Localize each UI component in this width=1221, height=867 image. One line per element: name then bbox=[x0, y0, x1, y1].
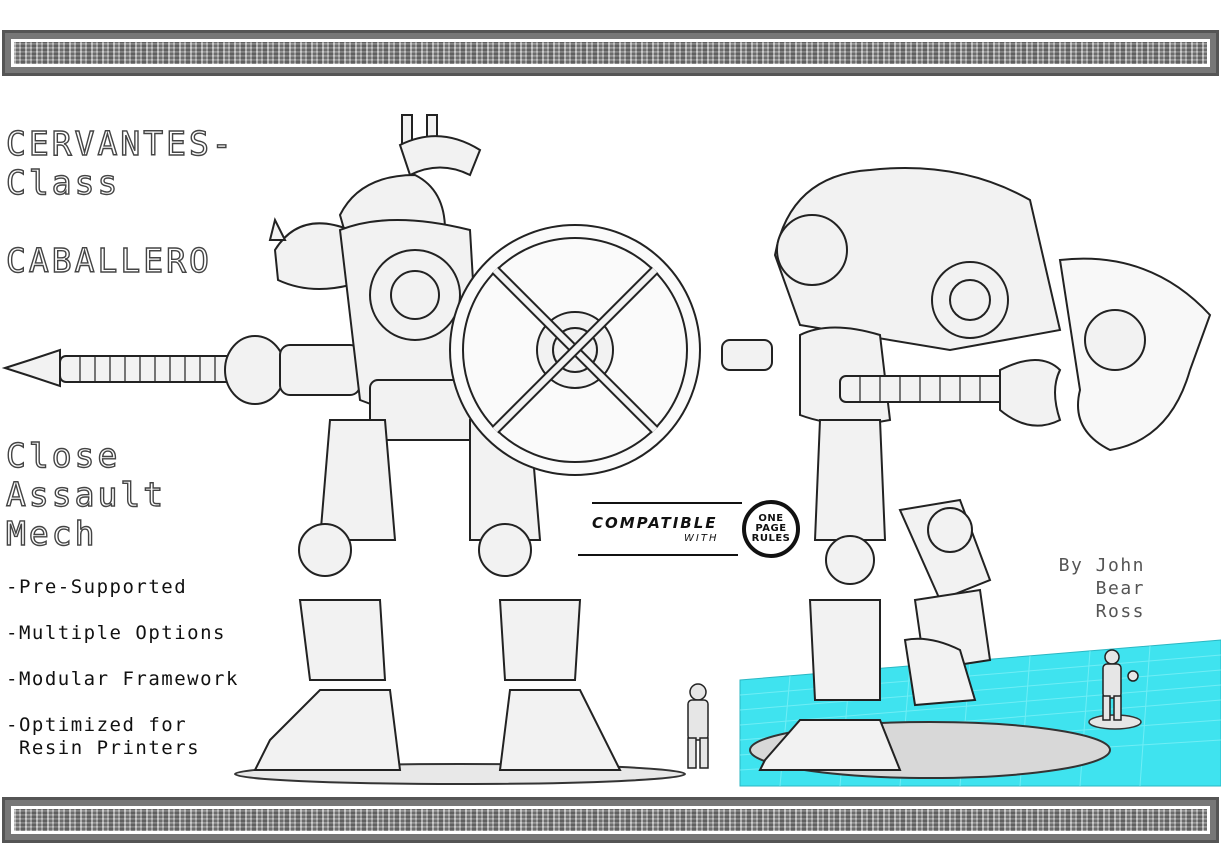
top-border-banner bbox=[2, 30, 1219, 76]
logo-line-2: PAGE bbox=[755, 523, 787, 534]
compatible-badge: COMPATIBLE WITH ONE PAGE RULES bbox=[578, 500, 810, 562]
with-text: WITH bbox=[684, 533, 719, 544]
credit-line-3: Ross bbox=[1095, 601, 1145, 622]
logo-line-3: RULES bbox=[751, 533, 791, 544]
credit-line-2: Bear bbox=[1095, 578, 1145, 599]
feature-item-multiple-options: -Multiple Options bbox=[6, 622, 226, 644]
right-soldier-figure bbox=[1102, 649, 1139, 721]
feature-item-pre-supported: -Pre-Supported bbox=[6, 576, 188, 598]
right-mech bbox=[721, 167, 1212, 771]
top-border-texture bbox=[11, 39, 1210, 67]
subtitle-line-3: Mech bbox=[5, 513, 98, 553]
credit-line-1: By John bbox=[1058, 555, 1145, 576]
logo-line-1: ONE bbox=[758, 513, 784, 524]
left-mech bbox=[1, 114, 701, 771]
mech-illustration bbox=[1, 114, 1221, 787]
bottom-border-banner bbox=[2, 797, 1219, 843]
badge-rule-bottom bbox=[578, 554, 738, 556]
subtitle-line-1: Close bbox=[5, 435, 121, 475]
bottom-border-texture bbox=[11, 806, 1210, 834]
subtitle-line-2: Assault bbox=[5, 474, 167, 514]
title-line-2: Class bbox=[5, 162, 121, 202]
feature-item-modular-framework: -Modular Framework bbox=[6, 668, 239, 690]
feature-item-resin-printers: -Optimized for Resin Printers bbox=[6, 714, 201, 759]
compatible-text: COMPATIBLE bbox=[592, 514, 718, 532]
badge-rule-top bbox=[592, 502, 742, 504]
title-line-1: CERVANTES- bbox=[5, 123, 235, 163]
one-page-rules-logo: ONE PAGE RULES bbox=[742, 500, 800, 558]
title-line-3: CABALLERO bbox=[5, 240, 212, 280]
left-soldier-figure bbox=[687, 683, 709, 769]
